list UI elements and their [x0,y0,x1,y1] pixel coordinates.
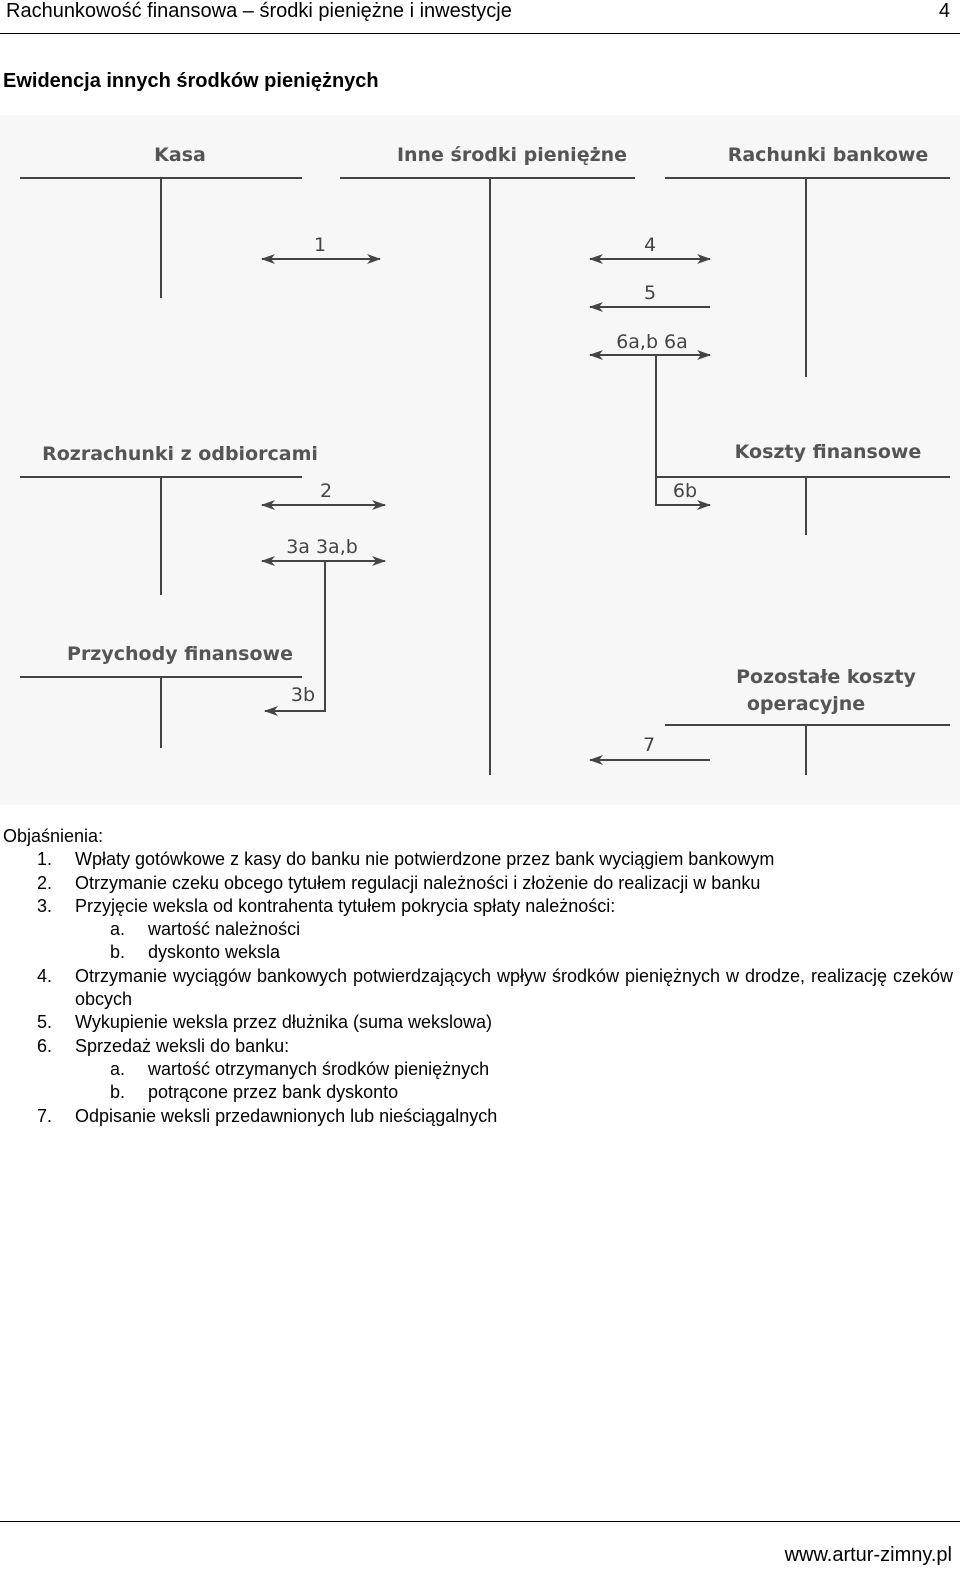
list-item: 4. Otrzymanie wyciągów bankowych potwier… [3,965,953,1012]
item-number: 1. [37,849,53,870]
t-account-diagram: Kasa Inne środki pieniężne Rachunki bank… [0,115,960,805]
flow-6b-label: 6b [673,480,697,502]
flow-1-label: 1 [314,234,326,256]
account-rozrachunki: Rozrachunki z odbiorcami [42,443,318,465]
item-text: Sprzedaż weksli do banku: [75,1035,290,1056]
sub-item-letter: b. [110,942,126,963]
sub-item: a. wartość należności [3,918,953,941]
explanations: Objaśnienia: 1. Wpłaty gotówkowe z kasy … [3,825,953,1128]
footer-website: www.artur-zimny.pl [784,1544,952,1566]
item-number: 2. [37,872,53,893]
flow-7-label: 7 [643,734,655,756]
account-przychody-finansowe: Przychody finansowe [67,643,293,665]
list-item: 3. Przyjęcie weksla od kontrahenta tytuł… [3,895,953,918]
flow-2-label: 2 [320,480,332,502]
sub-item-text: wartość otrzymanych środków pieniężnych [148,1058,490,1079]
list-item: 6. Sprzedaż weksli do banku: [3,1035,953,1058]
account-pozostale-line1: Pozostałe koszty [736,666,916,688]
account-pozostale-line2: operacyjne [747,693,865,715]
sub-item-text: potrącone przez bank dyskonto [148,1082,399,1103]
flow-3b-label: 3b [291,684,315,706]
sub-item: b. potrącone przez bank dyskonto [3,1081,953,1104]
list-item: 5. Wykupienie weksla przez dłużnika (sum… [3,1011,953,1034]
item-text: Otrzymanie czeku obcego tytułem regulacj… [75,872,761,893]
flow-6-label: 6a,b 6a [616,331,688,353]
sub-item-letter: a. [110,919,126,940]
sub-item-text: wartość należności [148,919,301,940]
explanations-heading: Objaśnienia: [3,826,104,846]
flow-3b-arrow [264,561,326,716]
header-title: Rachunkowość finansowa – środki pieniężn… [6,0,512,22]
page-header: Rachunkowość finansowa – środki pieniężn… [0,0,960,34]
item-number: 4. [37,965,53,986]
sub-item-letter: a. [110,1058,126,1079]
flow-5-label: 5 [644,282,656,304]
item-text: Otrzymanie wyciągów bankowych potwierdza… [75,965,953,1010]
item-text: Przyjęcie weksla od kontrahenta tytułem … [75,895,616,916]
account-kasa: Kasa [154,144,206,166]
page-footer: www.artur-zimny.pl [0,1521,960,1566]
sub-item: a. wartość otrzymanych środków pieniężny… [3,1058,953,1081]
account-inne-srodki: Inne środki pieniężne [397,144,627,166]
flow-3-label: 3a 3a,b [286,536,358,558]
list-item: 1. Wpłaty gotówkowe z kasy do banku nie … [3,848,953,871]
sub-item-text: dyskonto weksla [148,942,281,963]
list-item: 2. Otrzymanie czeku obcego tytułem regul… [3,872,953,895]
flow-6b-arrow [655,355,711,510]
sub-item-letter: b. [110,1082,126,1103]
list-item: 7. Odpisanie weksli przedawnionych lub n… [3,1105,953,1128]
item-text: Odpisanie weksli przedawnionych lub nieś… [75,1105,498,1126]
item-text: Wpłaty gotówkowe z kasy do banku nie pot… [75,849,775,870]
section-title: Ewidencja innych środków pieniężnych [3,70,379,92]
item-number: 5. [37,1012,53,1033]
account-koszty-finansowe: Koszty finansowe [735,441,922,463]
item-number: 6. [37,1035,53,1056]
item-number: 3. [37,895,53,916]
flow-4-label: 4 [644,234,656,256]
page-number: 4 [938,0,950,22]
account-rachunki-bankowe: Rachunki bankowe [728,144,929,166]
item-text: Wykupienie weksla przez dłużnika (suma w… [75,1012,492,1033]
sub-item: b. dyskonto weksla [3,941,953,964]
item-number: 7. [37,1105,53,1126]
